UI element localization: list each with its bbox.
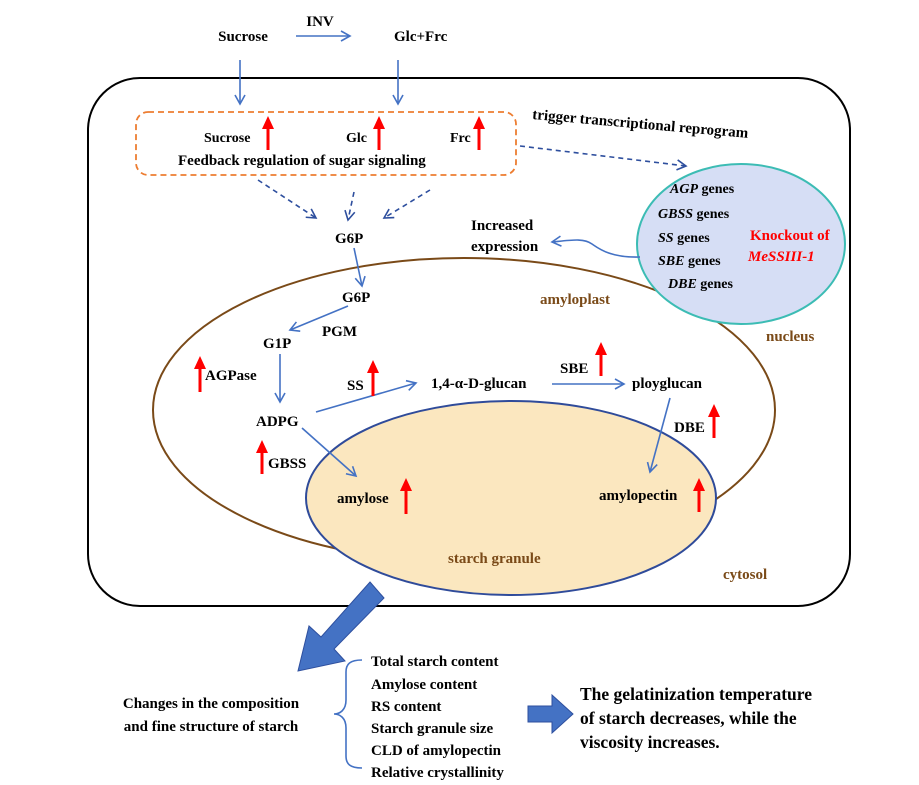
feedback-box — [135, 111, 517, 176]
gene-gbss: GBSS genes — [658, 207, 730, 222]
feedback-glc: Glc — [346, 131, 367, 146]
dashed-arrow-to-nucleus — [519, 145, 688, 171]
gbss-arrow — [301, 427, 358, 478]
big-diagonal-arrow — [297, 581, 385, 672]
feedback-sucrose: Sucrose — [204, 131, 250, 146]
dbe-arrow — [646, 397, 671, 474]
increased-label-1: Increased — [471, 218, 534, 234]
changes-label-2: and fine structure of starch — [124, 719, 299, 735]
glucan-label: 1,4-α-D-glucan — [431, 376, 527, 392]
knockout-label-2: MeSSIII-1 — [747, 249, 815, 265]
up-arrow-sucrose — [262, 116, 274, 150]
gene-agp: AGP genes — [669, 182, 735, 197]
conclusion-line-3: viscosity increases. — [580, 732, 720, 752]
agpase-label: AGPase — [205, 368, 257, 384]
conclusion-arrow — [527, 693, 574, 735]
inv-label: INV — [306, 14, 334, 30]
g6p-transport-arrow — [353, 247, 366, 288]
up-arrow-dbe — [708, 404, 720, 438]
dbe-label: DBE — [674, 420, 705, 436]
pgm-arrow — [288, 305, 349, 332]
change-item: RS content — [371, 699, 441, 715]
up-arrow-amylose — [400, 478, 412, 514]
change-item: CLD of amylopectin — [371, 743, 502, 759]
g6p-amyloplast-label: G6P — [342, 290, 370, 306]
change-item: Starch granule size — [371, 721, 494, 737]
up-arrow-ss — [367, 360, 379, 396]
feedback-title: Feedback regulation of sugar signaling — [178, 153, 426, 169]
conclusion-line-2: of starch decreases, while the — [580, 708, 797, 728]
gene-sbe: SBE genes — [658, 254, 721, 269]
dashed-arrow-right — [382, 189, 431, 219]
amyloplast-label: amyloplast — [540, 292, 610, 308]
cytosol-label: cytosol — [723, 567, 767, 583]
ss-label: SS — [347, 378, 364, 394]
gene-dbe: DBE genes — [667, 277, 734, 292]
polyglucan-label: ployglucan — [632, 376, 703, 392]
starch-granule-ellipse — [305, 400, 717, 596]
increased-label-2: expression — [471, 239, 539, 255]
up-arrow-frc — [473, 116, 485, 150]
dashed-arrow-left — [257, 179, 318, 219]
change-item: Relative crystallinity — [371, 765, 504, 781]
glc-frc-label: Glc+Frc — [394, 29, 448, 45]
increased-expression-arrow — [550, 235, 641, 258]
up-arrow-amylopectin — [693, 478, 705, 512]
gbss-label: GBSS — [268, 456, 306, 472]
ss-arrow — [315, 379, 418, 413]
feedback-frc: Frc — [450, 131, 471, 146]
dashed-arrow-middle — [344, 191, 356, 222]
cell-outline — [87, 77, 851, 607]
gene-ss: SS genes — [658, 231, 710, 246]
knockout-label-1: Knockout of — [750, 228, 831, 244]
changes-label-1: Changes in the composition — [123, 696, 300, 712]
up-arrow-glc — [373, 116, 385, 150]
g6p-cytosol-label: G6P — [335, 231, 363, 247]
conclusion-line-1: The gelatinization temperature — [580, 684, 812, 704]
g1p-label: G1P — [263, 336, 291, 352]
nucleus-ellipse — [636, 163, 846, 325]
up-arrow-sbe — [595, 342, 607, 376]
trigger-label: trigger transcriptional reprogram — [532, 107, 750, 142]
up-arrow-agpase — [194, 356, 206, 392]
adpg-label: ADPG — [256, 414, 299, 430]
starch-granule-label: starch granule — [448, 551, 541, 567]
sucrose-label: Sucrose — [218, 29, 268, 45]
changes-brace — [333, 659, 363, 769]
change-item: Total starch content — [371, 654, 499, 670]
nucleus-label: nucleus — [766, 329, 815, 345]
amylopectin-label: amylopectin — [599, 488, 678, 504]
pgm-label: PGM — [322, 324, 357, 340]
sbe-label: SBE — [560, 361, 588, 377]
up-arrow-gbss — [256, 440, 268, 474]
change-item: Amylose content — [371, 677, 477, 693]
amylose-label: amylose — [337, 491, 389, 507]
